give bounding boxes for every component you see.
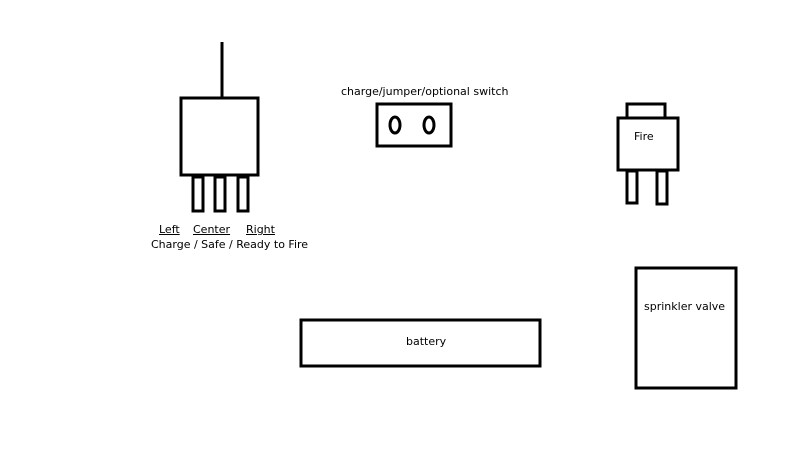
- selector-switch: [179, 42, 260, 213]
- selector-switch-pin-right: [236, 175, 250, 213]
- charge-switch-contact-right: [422, 115, 436, 135]
- charge-switch-contact-left: [388, 115, 402, 135]
- fire-button-label: Fire: [634, 130, 654, 143]
- fire-button-pin-left: [625, 169, 639, 205]
- selector-position-left: Left: [159, 223, 180, 236]
- fire-button-cap: [625, 102, 667, 120]
- selector-switch-body: [179, 96, 260, 177]
- charge-switch-body: [375, 102, 453, 148]
- sprinkler-valve-box: [634, 266, 738, 390]
- selector-switch-pin-left: [191, 175, 205, 213]
- charge-switch: [375, 102, 453, 148]
- selector-modes-caption: Charge / Safe / Ready to Fire: [151, 238, 309, 251]
- battery-box: [299, 318, 542, 368]
- selector-position-center: Center: [193, 223, 231, 236]
- fire-button: [616, 102, 680, 206]
- fire-button-body: [616, 116, 680, 172]
- selector-position-right: Right: [246, 223, 275, 236]
- charge-switch-label: charge/jumper/optional switch: [341, 85, 509, 98]
- selector-switch-pin-center: [213, 175, 227, 213]
- battery-label: battery: [406, 335, 447, 348]
- fire-button-pin-right: [655, 169, 669, 206]
- sprinkler-valve-label: sprinkler valve: [644, 300, 726, 313]
